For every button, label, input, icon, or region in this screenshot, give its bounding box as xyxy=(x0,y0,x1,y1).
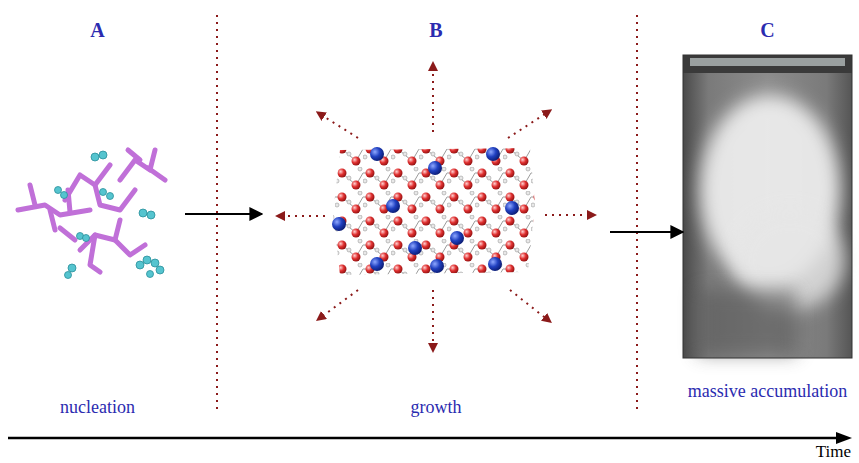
stage-panel: Cmassive accumulation xyxy=(683,18,852,402)
nucleation-molecules xyxy=(18,150,165,272)
panel-separators xyxy=(217,15,637,410)
time-axis xyxy=(8,432,852,444)
panel-letter: C xyxy=(760,18,774,42)
vial-rim-highlight xyxy=(690,58,845,66)
vial-rim xyxy=(683,55,852,73)
polymer-branch xyxy=(128,150,165,180)
vial-photo xyxy=(683,55,852,358)
polymer-branch xyxy=(90,235,145,272)
polymer-chain xyxy=(65,165,110,200)
polymer-branch xyxy=(60,228,75,240)
stage-caption: growth xyxy=(409,397,464,418)
stage-panel: Bgrowth xyxy=(262,18,610,418)
polymer-chain xyxy=(18,205,90,215)
stage-arrow xyxy=(610,231,683,233)
axis-label: Time xyxy=(816,443,851,461)
polymer-chain xyxy=(80,220,120,250)
polymer-chain xyxy=(120,150,155,180)
small-molecules xyxy=(55,151,165,279)
photo-frame xyxy=(683,55,852,358)
guest-molecules xyxy=(332,147,519,273)
panel-letter: B xyxy=(429,18,442,42)
panel-letter: A xyxy=(90,18,104,42)
stage-arrow xyxy=(185,213,262,215)
stage-panel: Anucleation xyxy=(10,18,185,418)
polymer-branch xyxy=(30,185,70,230)
dotted-separator xyxy=(636,15,638,410)
lattice-cluster xyxy=(333,148,535,275)
photo-background xyxy=(683,55,852,358)
stage-caption: nucleation xyxy=(58,397,137,418)
vial-shadow xyxy=(697,290,797,355)
axis-line xyxy=(8,437,842,440)
polymer-chain xyxy=(95,185,135,210)
stage-caption: massive accumulation xyxy=(686,381,849,402)
dotted-separator xyxy=(216,15,218,410)
growth-arrows xyxy=(280,66,592,348)
crystal-lattice xyxy=(332,147,535,275)
